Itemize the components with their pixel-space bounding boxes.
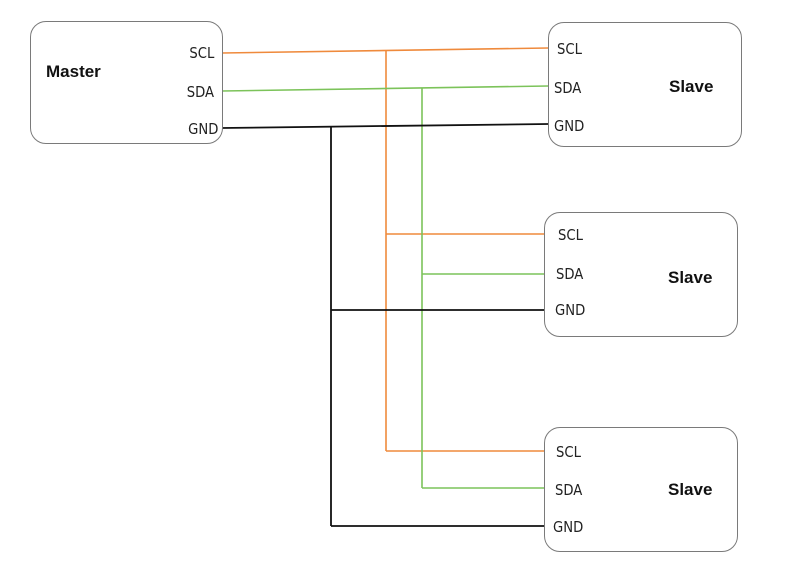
sda-wire-master-to-slave1 [221, 85, 549, 92]
scl-wire-master-to-slave1 [221, 47, 549, 54]
master-title: Master [46, 62, 101, 81]
slave3-pin-gnd: GND [553, 518, 584, 536]
master-pin-gnd: GND [187, 120, 218, 138]
slave2-pin-scl: SCL [558, 226, 583, 244]
slave-box-1 [548, 22, 742, 147]
slave2-pin-sda: SDA [556, 265, 584, 283]
master-box [30, 21, 223, 144]
slave1-pin-gnd: GND [554, 117, 585, 135]
slave-title-3: Slave [668, 480, 713, 499]
slave2-pin-gnd: GND [555, 301, 586, 319]
slave1-pin-sda: SDA [554, 79, 582, 97]
slave3-pin-scl: SCL [556, 443, 581, 461]
slave1-pin-scl: SCL [557, 40, 582, 58]
gnd-wire-master-to-slave1 [221, 123, 549, 129]
slave-title-1: Slave [669, 77, 714, 96]
slave-title-2: Slave [668, 268, 713, 287]
master-pin-scl: SCL [189, 44, 214, 62]
slave3-pin-sda: SDA [555, 481, 583, 499]
slave-box-2 [544, 212, 738, 337]
slave-box-3 [544, 427, 738, 552]
master-pin-sda: SDA [186, 83, 214, 101]
